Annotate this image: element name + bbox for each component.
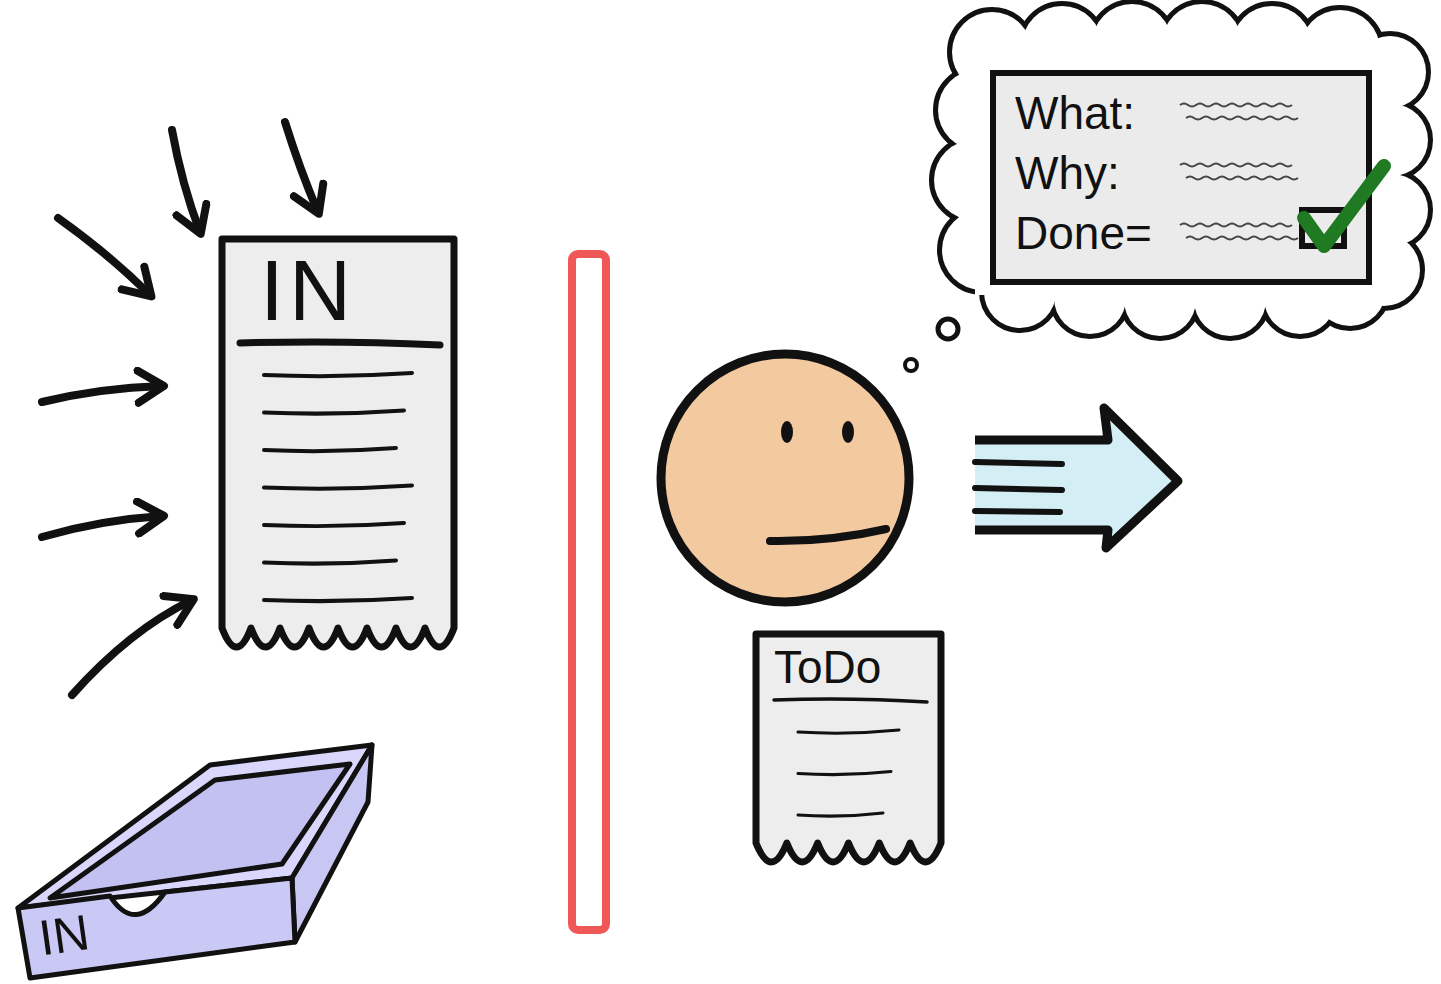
scribble (1180, 224, 1292, 227)
incoming-arrow (172, 130, 200, 232)
scribble (1186, 237, 1298, 240)
forward-arrow (975, 408, 1178, 548)
divider-bar (572, 254, 606, 930)
paper-list: IN (218, 235, 458, 660)
incoming-arrow (72, 600, 192, 695)
list-line (264, 561, 396, 564)
incoming-arrow (285, 122, 318, 212)
list-line (798, 813, 883, 816)
thought-dot (938, 319, 958, 339)
incoming-arrow (42, 386, 162, 402)
scribble (1180, 164, 1292, 167)
scribble (1186, 117, 1298, 120)
field-label: Done= (1015, 210, 1152, 256)
incoming-arrow (58, 218, 150, 295)
check-mark (1304, 166, 1384, 246)
mouth (770, 529, 886, 541)
incoming-arrow (42, 516, 162, 537)
tray-body (18, 745, 372, 978)
heading-rule (774, 699, 927, 702)
heading-label: IN (260, 247, 356, 333)
list-line (798, 730, 899, 733)
paper-sheet (756, 634, 941, 862)
heading-label: ToDo (774, 644, 881, 690)
list-line (798, 772, 891, 775)
field-label: Why: (1015, 150, 1120, 196)
card-frame (993, 73, 1369, 282)
eye (842, 421, 854, 443)
list-line (264, 598, 412, 601)
list-line (264, 373, 412, 376)
list-line (264, 448, 396, 451)
scribble (1180, 104, 1292, 107)
paper-sheet (222, 239, 454, 647)
task-card: What: Why: Done= (990, 70, 1372, 285)
person-face (661, 354, 909, 602)
list-line (264, 486, 412, 489)
heading-rule (240, 342, 440, 345)
heading-label: IN (36, 907, 92, 963)
list-line (264, 523, 404, 526)
field-label: What: (1015, 90, 1135, 136)
inbox-tray: IN (10, 740, 380, 980)
scribble (1186, 177, 1298, 180)
thought-dot (905, 359, 917, 371)
eye (781, 421, 793, 443)
thought-cloud (934, 4, 1428, 336)
list-line (264, 411, 404, 414)
paper-list: ToDo (752, 630, 945, 875)
